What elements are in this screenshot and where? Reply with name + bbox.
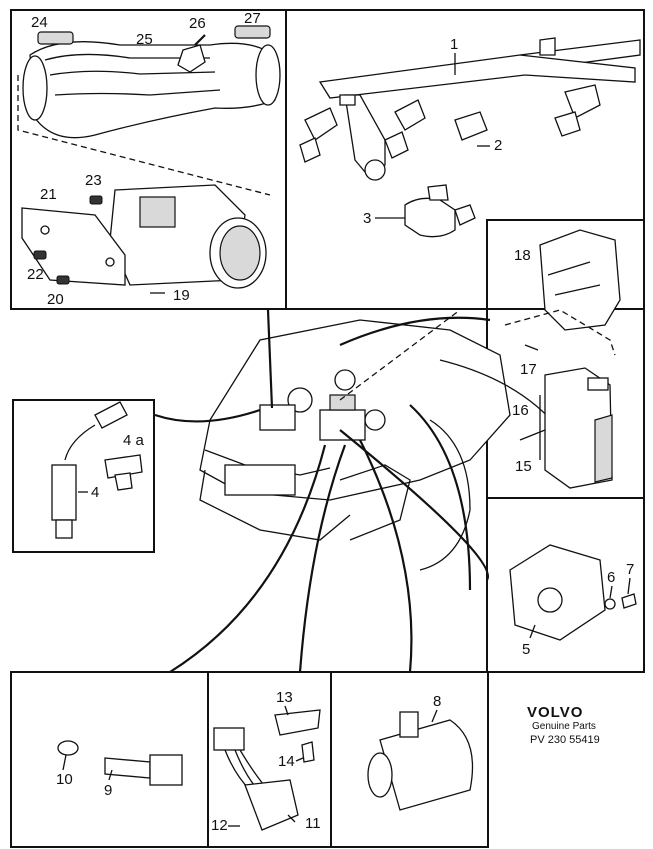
callout-24: 24 (31, 14, 48, 31)
callout-23: 23 (85, 172, 102, 189)
car-engine-bay (199, 319, 561, 571)
part-number: PV 230 55419 (530, 734, 600, 746)
callout-labels: 1 2 3 4 4 a 5 6 7 8 9 10 11 12 13 14 15 … (27, 10, 634, 834)
temperature-sensor (57, 740, 183, 786)
callout-19: 19 (173, 287, 190, 304)
leader-lines (154, 309, 491, 673)
callout-14: 14 (278, 753, 295, 770)
fuel-rail (299, 37, 641, 238)
oxygen-sensor (51, 401, 143, 539)
callout-3: 3 (363, 210, 371, 227)
callout-4a: 4 a (123, 432, 145, 449)
callout-2: 2 (494, 137, 502, 154)
air-intake-hose (22, 25, 281, 139)
callout-11: 11 (305, 815, 321, 832)
callout-25: 25 (136, 31, 153, 48)
callout-10: 10 (56, 771, 73, 788)
callout-22: 22 (27, 266, 44, 283)
callout-20: 20 (47, 291, 64, 308)
callout-13: 13 (276, 689, 293, 706)
genuine-parts-label: Genuine Parts (532, 721, 596, 732)
air-mass-meter (21, 184, 267, 289)
callout-1: 1 (450, 36, 458, 53)
callout-18: 18 (514, 247, 531, 264)
callout-9: 9 (104, 782, 112, 799)
panel-frames (10, 9, 645, 848)
callout-26: 26 (189, 15, 206, 32)
callout-4: 4 (91, 484, 99, 501)
callout-16: 16 (512, 402, 529, 419)
callout-15: 15 (515, 458, 532, 475)
callout-6: 6 (607, 569, 615, 586)
callout-27: 27 (244, 10, 261, 27)
callout-7: 7 (626, 561, 634, 578)
volvo-branding: VOLVO Genuine Parts PV 230 55419 (527, 704, 600, 746)
wiring-harness (213, 709, 321, 831)
callout-21: 21 (40, 186, 57, 203)
control-unit (504, 229, 621, 489)
air-valve (367, 711, 474, 811)
callout-5: 5 (522, 641, 530, 658)
callout-12: 12 (211, 817, 228, 834)
callout-8: 8 (433, 693, 441, 710)
throttle-switch (509, 544, 637, 641)
volvo-logo: VOLVO (527, 704, 583, 721)
callout-17: 17 (520, 361, 537, 378)
